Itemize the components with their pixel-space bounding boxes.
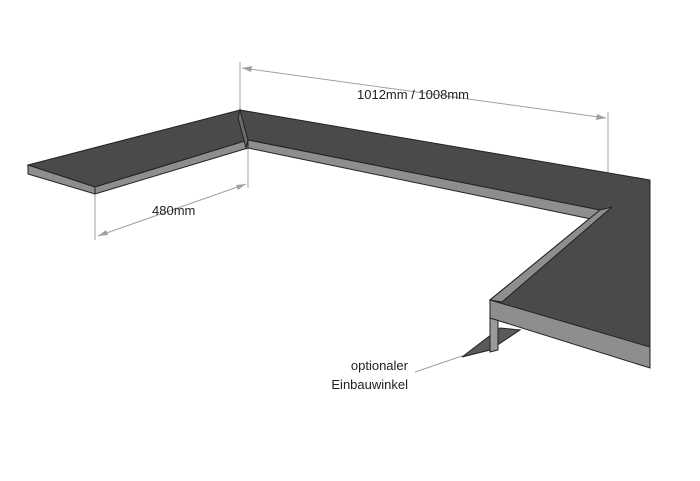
countertop-edges [27, 108, 651, 369]
depth-dimension-label: 480mm [152, 203, 196, 218]
annotation-line-2: Einbauwinkel [331, 377, 408, 392]
bracket-annotation: optionaler Einbauwinkel [300, 356, 408, 394]
length-dimension-line [241, 67, 607, 119]
annotation-line-1: optionaler [350, 358, 408, 373]
annotation-leader-line [414, 355, 463, 373]
length-dimension-label: 1012mm / 1008mm [357, 87, 469, 102]
countertop-top-surface [26, 109, 651, 356]
depth-dimension-line [97, 183, 247, 237]
dimension-arrows [98, 66, 606, 236]
dimension-lines [94, 62, 609, 373]
